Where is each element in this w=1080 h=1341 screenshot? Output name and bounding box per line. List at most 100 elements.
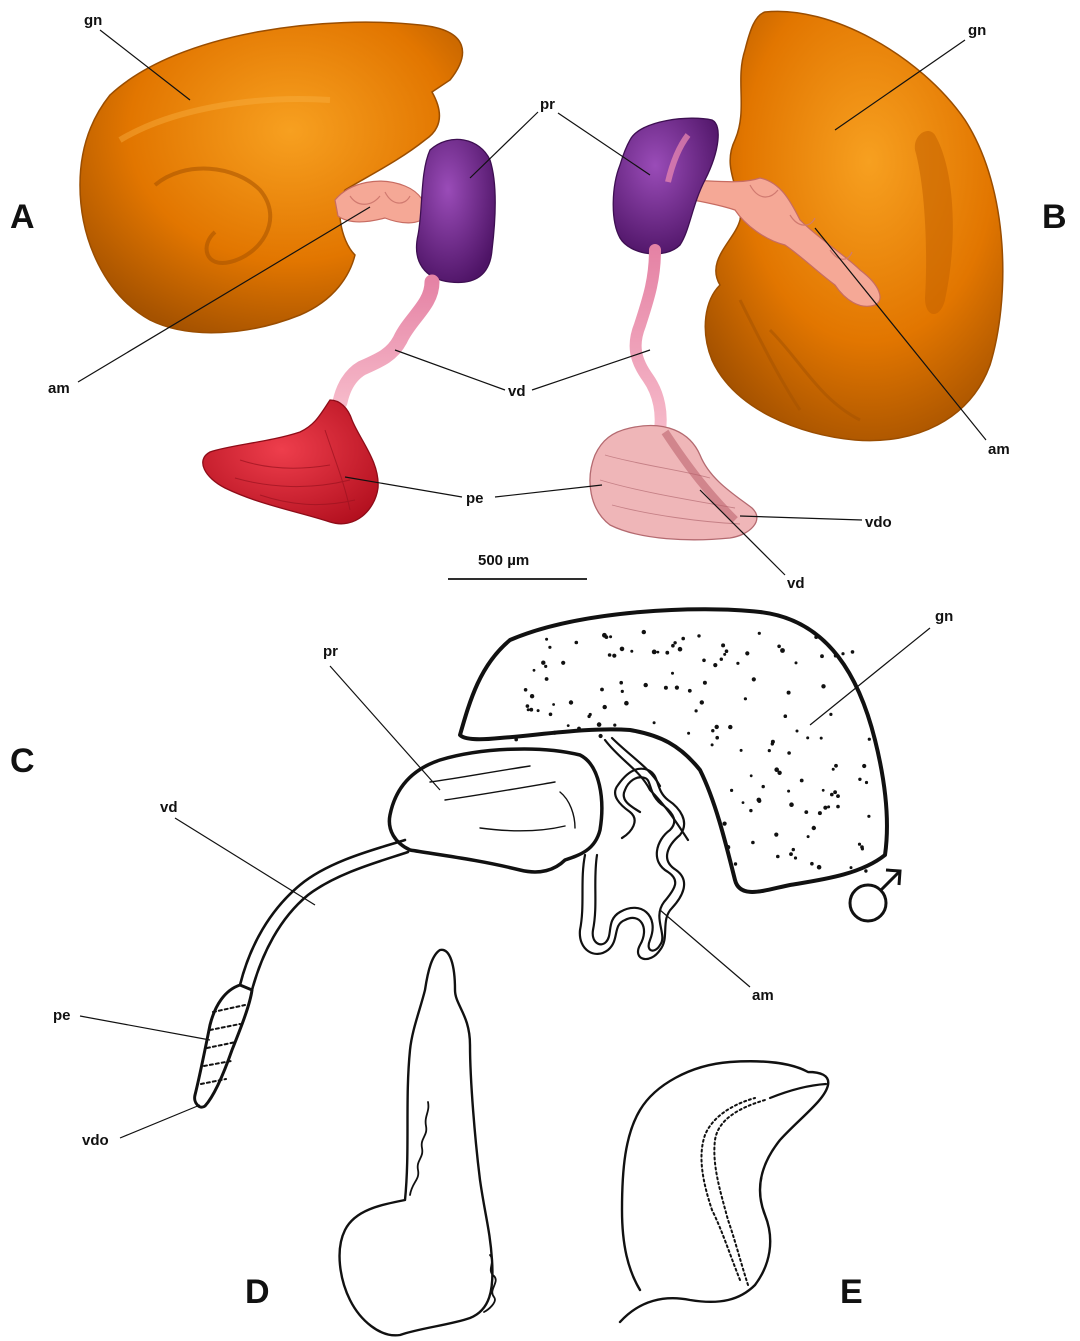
stipple-dot xyxy=(810,862,814,866)
stipple-dot xyxy=(549,713,553,717)
stipple-dot xyxy=(850,866,853,869)
stipple-dot xyxy=(758,632,761,635)
stipple-dot xyxy=(597,722,602,727)
stipple-dot xyxy=(527,708,530,711)
panel-a-reconstruction xyxy=(80,22,495,524)
scale-bar: 500 µm xyxy=(448,552,587,579)
stipple-dot xyxy=(820,737,823,740)
label-pr-c: pr xyxy=(323,643,338,660)
vas-deferens-b xyxy=(636,250,661,430)
stipple-dot xyxy=(794,856,797,859)
panel-b-reconstruction xyxy=(590,11,1003,539)
stipple-dot xyxy=(777,645,781,649)
prostate-b xyxy=(613,118,718,254)
stipple-dot xyxy=(865,781,868,784)
stipple-dot xyxy=(721,643,725,647)
stipple-dot xyxy=(514,738,518,742)
label-gn-c: gn xyxy=(935,608,953,625)
penis-outline-d xyxy=(340,950,493,1335)
stipple-dot xyxy=(624,701,629,706)
stipple-dot xyxy=(723,822,727,826)
stipple-dot xyxy=(792,848,795,851)
label-am-a: am xyxy=(48,380,70,397)
stipple-dot xyxy=(552,703,555,706)
stipple-dot xyxy=(545,677,549,681)
stipple-dot xyxy=(537,709,540,712)
label-vd-b: vd xyxy=(787,575,805,592)
stipple-dot xyxy=(613,724,616,727)
stipple-dot xyxy=(787,751,791,755)
stipple-dot xyxy=(751,841,755,845)
stipple-dot xyxy=(736,662,739,665)
stipple-dot xyxy=(642,630,646,634)
stipple-dot xyxy=(703,681,707,685)
stipple-dot xyxy=(774,833,778,837)
label-pr-a: pr xyxy=(540,96,555,113)
stipple-dot xyxy=(533,669,536,672)
stipple-dot xyxy=(665,651,669,655)
stipple-dot xyxy=(530,694,534,698)
panel-label-b: B xyxy=(1042,198,1067,236)
stipple-dot xyxy=(541,661,545,665)
stipple-dot xyxy=(544,665,547,668)
stipple-dot xyxy=(812,826,816,830)
panel-d-drawing: D xyxy=(245,950,496,1335)
stipple-dot xyxy=(768,749,771,752)
stipple-dot xyxy=(673,641,676,644)
prostate-c xyxy=(389,749,601,872)
label-vd-c: vd xyxy=(160,799,178,816)
stipple-dot xyxy=(833,790,837,794)
stipple-dot xyxy=(834,764,838,768)
stipple-dot xyxy=(603,705,607,709)
stipple-dot xyxy=(687,732,690,735)
stipple-dot xyxy=(834,654,838,658)
stipple-dot xyxy=(553,731,557,735)
stipple-dot xyxy=(749,809,752,812)
label-pe-a: pe xyxy=(466,490,484,507)
stipple-dot xyxy=(675,686,679,690)
stipple-dot xyxy=(817,865,822,870)
stipple-dot xyxy=(612,654,616,658)
stipple-dot xyxy=(524,688,528,692)
stipple-dot xyxy=(851,650,855,654)
stipple-dot xyxy=(858,778,861,781)
stipple-dot xyxy=(730,789,733,792)
stipple-dot xyxy=(864,869,867,872)
panel-c-annotations: C gn pr vd am pe vdo xyxy=(10,608,953,1149)
stipple-dot xyxy=(726,845,731,850)
stipple-dot xyxy=(836,805,840,809)
panel-label-c: C xyxy=(10,742,35,780)
label-gn-b: gn xyxy=(968,22,986,39)
panel-label-e: E xyxy=(840,1273,863,1311)
stipple-dot xyxy=(820,654,824,658)
label-pe-c: pe xyxy=(53,1007,71,1024)
stipple-dot xyxy=(715,725,719,729)
penis-a xyxy=(203,400,378,524)
stipple-dot xyxy=(695,709,698,712)
stipple-dot xyxy=(725,649,729,653)
stipple-dot xyxy=(776,855,780,859)
stipple-dot xyxy=(567,724,570,727)
label-gn-a: gn xyxy=(84,12,102,29)
stipple-dot xyxy=(681,637,685,641)
stipple-dot xyxy=(787,790,790,793)
vas-deferens-a xyxy=(340,282,432,402)
stipple-dot xyxy=(771,742,774,745)
stipple-dot xyxy=(577,727,581,731)
stipple-dot xyxy=(700,700,704,704)
prostate-a xyxy=(417,139,496,282)
stipple-dot xyxy=(608,653,612,657)
stipple-dot xyxy=(678,647,683,652)
stipple-dot xyxy=(829,713,832,716)
stipple-dot xyxy=(806,736,809,739)
stipple-dot xyxy=(757,798,762,803)
label-am-b: am xyxy=(988,441,1010,458)
stipple-dot xyxy=(762,785,765,788)
label-vdo-b: vdo xyxy=(865,514,892,531)
stipple-dot xyxy=(653,721,656,724)
stipple-dot xyxy=(728,725,732,729)
stipple-dot xyxy=(600,688,604,692)
panel-e-drawing: E xyxy=(620,1061,863,1322)
stipple-dot xyxy=(526,704,530,708)
